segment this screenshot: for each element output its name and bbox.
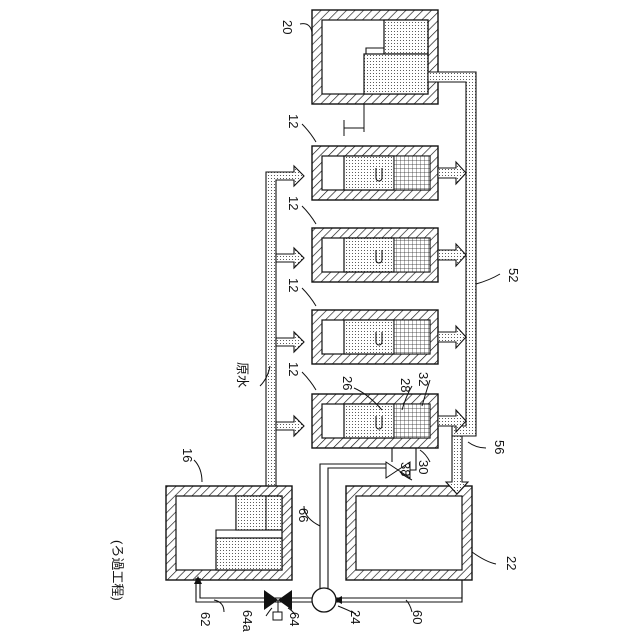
filter-unit-1 bbox=[312, 146, 466, 200]
label-12-3: 12 bbox=[286, 278, 301, 292]
label-32: 32 bbox=[416, 372, 431, 386]
label-24: 24 bbox=[348, 610, 363, 624]
filter-units bbox=[312, 146, 466, 448]
label-28: 28 bbox=[398, 378, 413, 392]
filter-unit-2 bbox=[312, 228, 466, 282]
label-30: 30 bbox=[416, 460, 431, 474]
label-64a: 64a bbox=[240, 610, 255, 632]
tank-20 bbox=[312, 10, 438, 104]
label-raw-water: 原水 bbox=[235, 362, 250, 388]
tank-16 bbox=[166, 486, 292, 580]
filter-unit-4 bbox=[312, 394, 466, 448]
label-56: 56 bbox=[492, 440, 507, 454]
label-60: 60 bbox=[410, 610, 425, 624]
filter-unit-3 bbox=[312, 310, 466, 364]
pipe-56 bbox=[446, 436, 468, 494]
label-22: 22 bbox=[504, 556, 519, 570]
label-12-4: 12 bbox=[286, 362, 301, 376]
label-26: 26 bbox=[340, 376, 355, 390]
label-52: 52 bbox=[506, 268, 521, 282]
tank-22 bbox=[346, 486, 472, 580]
label-process: (ろ過工程) bbox=[110, 540, 125, 601]
label-66: 66 bbox=[296, 508, 311, 522]
label-20: 20 bbox=[280, 20, 295, 34]
label-16: 16 bbox=[180, 448, 195, 462]
label-64: 64 bbox=[287, 612, 302, 626]
dimension-marker bbox=[344, 104, 364, 136]
label-12-1: 12 bbox=[286, 114, 301, 128]
label-62: 62 bbox=[198, 612, 213, 626]
raw-water-pipe bbox=[266, 166, 304, 498]
label-38: 38 bbox=[398, 462, 413, 476]
label-12-2: 12 bbox=[286, 196, 301, 210]
